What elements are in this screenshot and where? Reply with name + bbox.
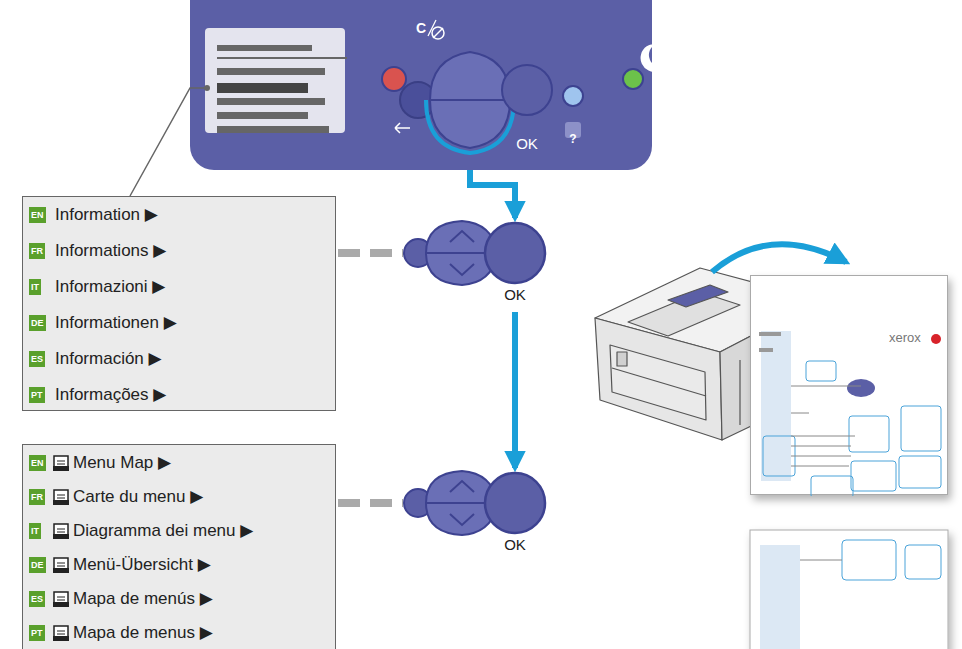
help-key-symbol: ? xyxy=(569,132,576,146)
nav-buttons: OK xyxy=(400,470,550,558)
flow-arrow xyxy=(470,168,515,218)
menu-item: Menü-Übersicht ▶ xyxy=(73,554,211,576)
menu-item: Diagramma dei menu ▶ xyxy=(73,520,253,542)
language-badge: EN xyxy=(29,207,46,223)
dashed-link xyxy=(338,499,403,507)
second-page xyxy=(750,530,948,649)
language-badge: IT xyxy=(29,279,41,295)
shape xyxy=(400,470,550,558)
logo-text: xerox xyxy=(889,330,921,345)
menu-item: Información ▶ xyxy=(55,348,162,370)
menu-item: Carte du menu ▶ xyxy=(73,486,203,508)
language-badge: IT xyxy=(29,523,41,539)
shape xyxy=(400,220,550,308)
menu-list-box: EN Information ▶ FR Informations ▶ IT Informa… xyxy=(22,196,336,411)
menu-list-box: EN Menu Map ▶ FR Carte du menu ▶ IT Diagramma… xyxy=(22,444,336,649)
menu-item: Informations ▶ xyxy=(55,240,166,262)
menu-item: Informazioni ▶ xyxy=(55,276,165,298)
menu-item: Mapa de menús ▶ xyxy=(73,588,213,610)
dashed-link xyxy=(338,249,403,257)
menu-map-page: xerox xyxy=(750,275,948,495)
language-badge: DE xyxy=(29,315,46,331)
nav-buttons: OK xyxy=(400,220,550,308)
ok-label: OK xyxy=(516,135,538,152)
flow-arrow xyxy=(512,312,518,468)
language-badge: PT xyxy=(29,625,45,641)
language-badge: ES xyxy=(29,351,45,367)
menu-item: Mapa de menus ▶ xyxy=(73,622,213,644)
output-arrow xyxy=(712,244,846,272)
menu-item: Menu Map ▶ xyxy=(73,452,171,474)
shape xyxy=(23,445,337,649)
language-badge: DE xyxy=(29,557,46,573)
menu-item: Informações ▶ xyxy=(55,384,166,406)
language-badge: EN xyxy=(29,455,46,471)
language-badge: PT xyxy=(29,387,45,403)
language-badge: FR xyxy=(29,489,45,505)
language-badge: FR xyxy=(29,243,45,259)
ok-label: OK xyxy=(504,536,526,553)
menu-item: Informationen ▶ xyxy=(55,312,177,334)
shape xyxy=(751,276,949,496)
menu-item: Information ▶ xyxy=(55,204,158,226)
language-badge: ES xyxy=(29,591,45,607)
clear-key-symbol: C xyxy=(416,20,426,36)
ok-label: OK xyxy=(504,286,526,303)
